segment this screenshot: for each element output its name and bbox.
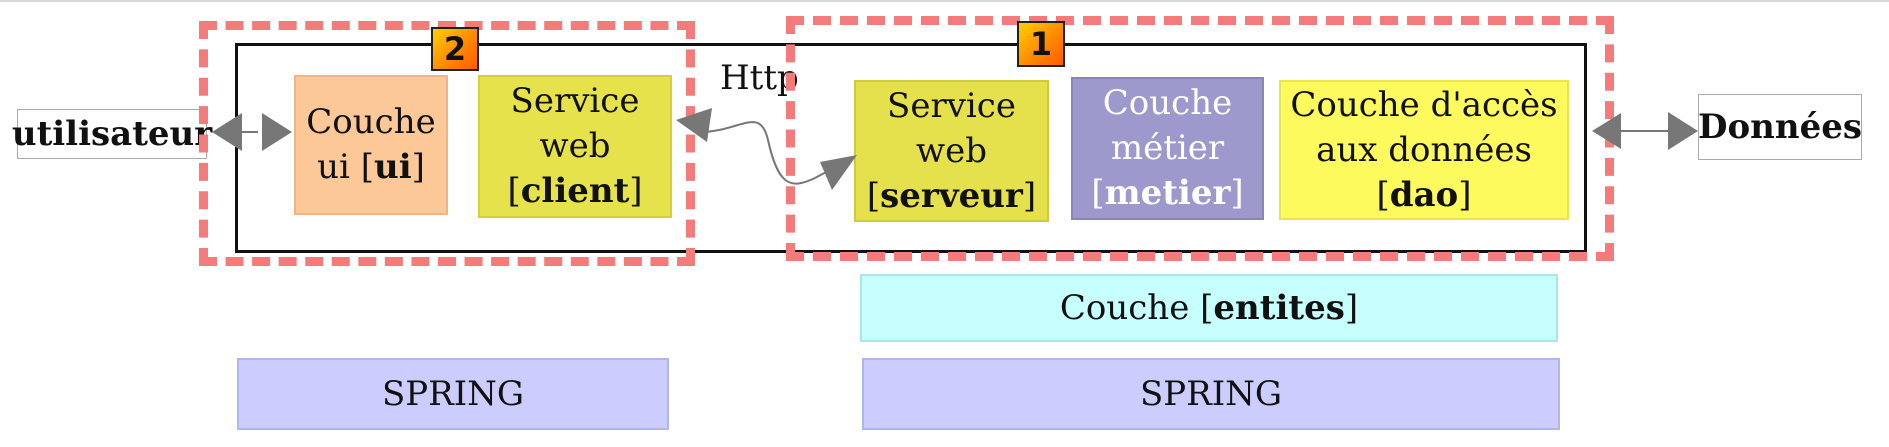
spring-left: SPRING [237, 358, 669, 430]
dao-layer-line1: Couche d'accès [1290, 84, 1558, 125]
user-ui-double-arrow [212, 113, 292, 151]
ui-layer: Couche ui [ui] [294, 75, 448, 215]
entities-layer-label: Couche [entites] [1059, 287, 1359, 328]
client-layer-line1: Service [510, 81, 640, 121]
web-service-client-layer: Service web [client] [478, 75, 672, 218]
business-layer-line3: [metier] [1091, 173, 1244, 213]
business-layer: Couche métier [metier] [1071, 77, 1264, 220]
client-layer-line2: web [539, 126, 611, 166]
client-layer-line3: [client] [507, 171, 643, 211]
business-layer-line1: Couche [1102, 83, 1233, 123]
spring-left-label: SPRING [381, 373, 525, 414]
server-zone-badge: 1 [1017, 21, 1065, 67]
data-text: Données [1698, 107, 1863, 147]
client-zone [199, 21, 695, 266]
spring-right: SPRING [862, 358, 1560, 430]
server-layer-line1: Service [887, 85, 1016, 126]
business-layer-line2: métier [1110, 128, 1225, 168]
web-service-server-layer: Service web [serveur] [854, 80, 1049, 222]
spring-right-label: SPRING [1139, 373, 1283, 414]
dao-layer-line2: aux données [1316, 129, 1532, 170]
top-divider [0, 0, 1889, 2]
http-label: Http [720, 58, 799, 98]
architecture-frame [235, 43, 1587, 253]
ui-layer-line1: Couche [306, 102, 436, 142]
client-zone-badge: 2 [431, 27, 479, 71]
server-layer-line2: web [916, 130, 987, 171]
data-access-layer: Couche d'accès aux données [dao] [1279, 80, 1569, 220]
server-layer-line3: [serveur] [866, 175, 1037, 216]
user-text: utilisateur [11, 114, 213, 154]
dao-layer-line3: [dao] [1376, 174, 1472, 215]
ui-layer-line2: ui [ui] [317, 147, 425, 187]
dao-data-double-arrow [1592, 112, 1698, 150]
data-label: Données [1698, 94, 1862, 160]
entities-layer: Couche [entites] [860, 274, 1558, 342]
http-connector [676, 108, 857, 190]
